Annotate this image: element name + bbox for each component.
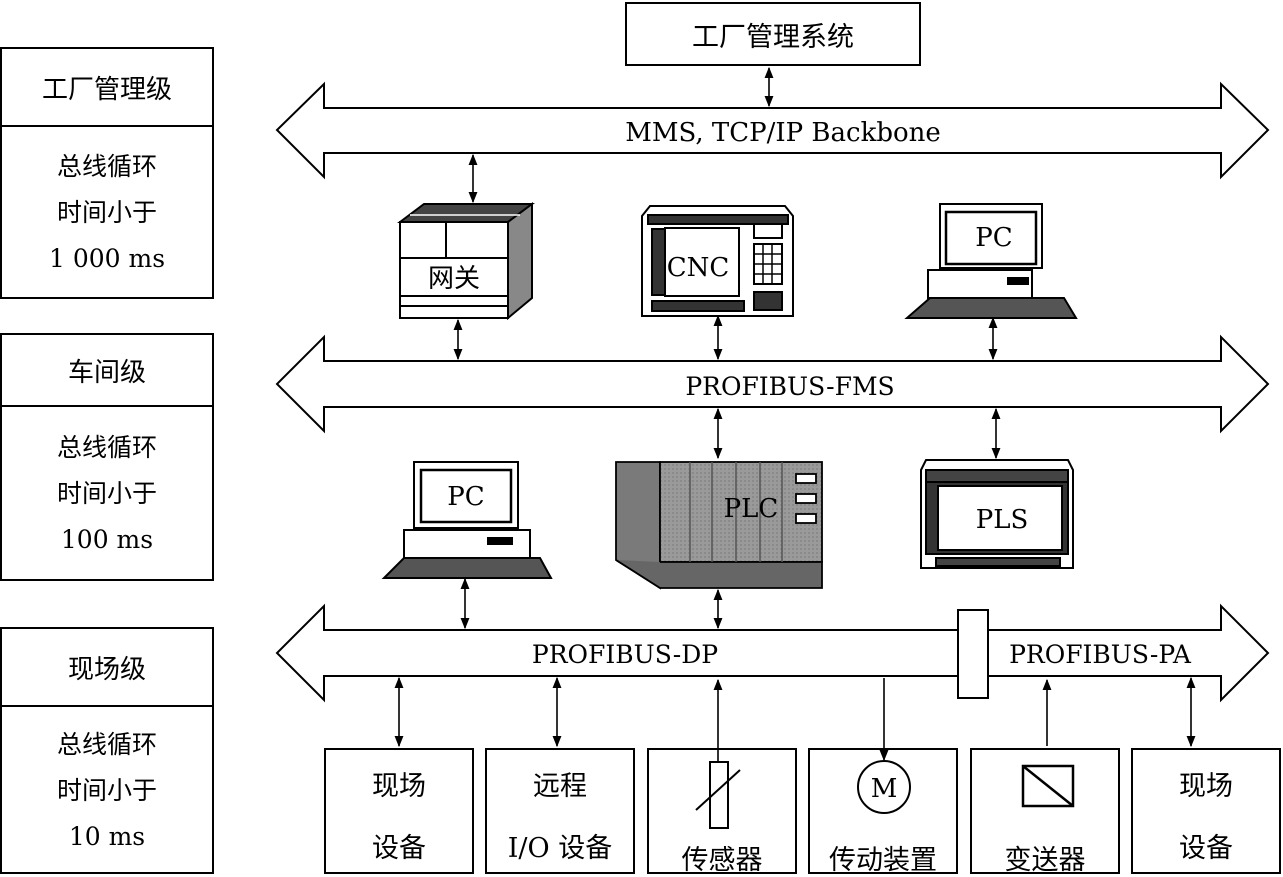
connectors	[394, 66, 1196, 762]
device-label: 传动装置	[829, 845, 937, 876]
gateway-icon: 网关	[397, 202, 535, 321]
gateway-label: 网关	[428, 264, 480, 294]
pc-mid-label: PC	[447, 482, 484, 512]
plc-icon: PLC	[615, 461, 823, 590]
motor-label: M	[871, 774, 898, 804]
device-label: 设备	[1179, 833, 1233, 864]
fms-bus: PROFIBUS-FMS	[275, 334, 1270, 434]
cycle-line: 时间小于	[56, 775, 157, 805]
backbone-label: MMS, TCP/IP Backbone	[625, 118, 941, 148]
level-cycle-time: 总线循环 时间小于 1 000 ms	[2, 127, 212, 299]
device-label: 变送器	[1004, 845, 1086, 876]
dp-pa-coupler	[957, 609, 989, 699]
cycle-line: 10 ms	[68, 821, 146, 851]
factory-management-system-box: 工厂管理系统	[625, 2, 921, 66]
level-title: 车间级	[2, 335, 212, 407]
field-device-box: 现场 设备	[324, 748, 474, 874]
dp-label: PROFIBUS-DP	[532, 640, 718, 669]
device-label: I/O 设备	[507, 833, 613, 864]
pc-mid-icon: PC	[381, 461, 553, 579]
cycle-line: 1 000 ms	[48, 244, 166, 273]
device-label: 设备	[372, 833, 426, 864]
cycle-line: 总线循环	[56, 729, 157, 759]
device-label: 传感器	[681, 845, 763, 876]
level-title: 现场级	[2, 629, 212, 707]
fms-label: PROFIBUS-FMS	[685, 372, 894, 401]
cycle-line: 时间小于	[56, 479, 157, 508]
plc-label: PLC	[724, 494, 779, 524]
device-label: 现场	[1179, 771, 1233, 802]
cnc-icon: CNC	[641, 205, 794, 317]
field-device-box: 现场 设备	[1131, 748, 1281, 874]
cycle-line: 总线循环	[56, 152, 157, 181]
level-factory-management: 工厂管理级 总线循环 时间小于 1 000 ms	[0, 47, 214, 299]
pc-top-icon: PC	[904, 203, 1078, 319]
device-label: 远程	[533, 771, 587, 802]
cycle-line: 时间小于	[56, 198, 157, 227]
system-label: 工厂管理系统	[692, 21, 854, 53]
pls-icon: PLS	[920, 459, 1074, 569]
level-workshop: 车间级 总线循环 时间小于 100 ms	[0, 333, 214, 581]
pls-label: PLS	[976, 505, 1029, 535]
level-cycle-time: 总线循环 时间小于 100 ms	[2, 407, 212, 581]
cycle-line: 100 ms	[60, 525, 154, 554]
backbone-bus: MMS, TCP/IP Backbone	[275, 81, 1270, 180]
pa-label: PROFIBUS-PA	[1009, 640, 1192, 669]
cycle-line: 总线循环	[56, 433, 157, 462]
sensor-symbol	[695, 761, 741, 829]
dp-pa-bus: PROFIBUS-DP PROFIBUS-PA	[275, 603, 1270, 703]
device-label: 现场	[372, 771, 426, 802]
motor-symbol: M	[857, 760, 911, 814]
level-cycle-time: 总线循环 时间小于 10 ms	[2, 707, 212, 874]
transmitter-symbol	[1021, 764, 1075, 808]
level-title: 工厂管理级	[2, 49, 212, 127]
cnc-label: CNC	[667, 253, 730, 283]
transmitter-box: 变送器	[970, 748, 1120, 876]
remote-io-box: 远程 I/O 设备	[485, 748, 635, 874]
level-field: 现场级 总线循环 时间小于 10 ms	[0, 627, 214, 874]
pc-top-label: PC	[975, 223, 1012, 253]
